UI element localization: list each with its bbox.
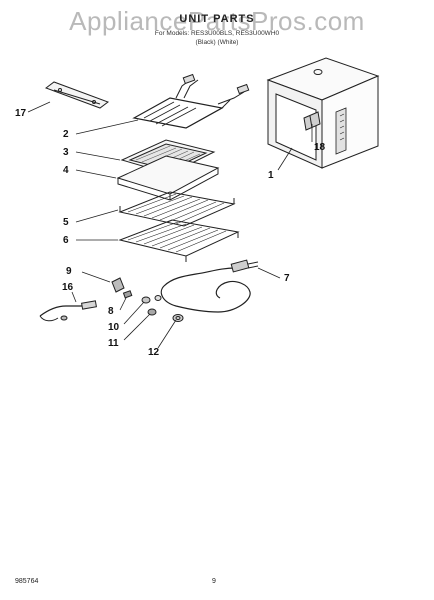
colors-line: (Black) (White) (195, 39, 239, 46)
part-9-clip (112, 278, 124, 292)
watermark: AppliancePartsPros.com (69, 6, 365, 36)
part-11-nut (148, 309, 156, 315)
leader-lines (28, 102, 312, 348)
models-line: For Models: RES3U00BLS, RES3U00WH0 (154, 30, 280, 37)
callout-3: 3 (63, 147, 69, 158)
callout-6: 6 (63, 235, 69, 246)
part-1-oven-cavity (268, 58, 378, 168)
callout-1: 1 (268, 170, 274, 181)
callout-7: 7 (284, 273, 290, 284)
page-number: 9 (212, 578, 216, 585)
part-7-wire-harness (161, 260, 258, 312)
callout-11: 11 (108, 338, 119, 349)
callout-10: 10 (108, 322, 120, 333)
part-16-sensor-probe (40, 301, 96, 321)
callout-8: 8 (108, 306, 114, 317)
part-18-bracket (304, 112, 320, 130)
callout-5: 5 (63, 217, 69, 228)
diagram-title: UNIT PARTS (179, 13, 255, 25)
callout-9: 9 (66, 266, 72, 277)
part-6-oven-rack (120, 220, 238, 262)
part-4-broil-pan (118, 156, 218, 200)
doc-number: 985764 (15, 578, 39, 585)
part-5-oven-rack (120, 192, 234, 226)
callout-4: 4 (63, 165, 69, 176)
callout-18: 18 (314, 142, 326, 153)
part-8-connector (123, 291, 131, 298)
callout-17: 17 (15, 108, 27, 119)
callout-16: 16 (62, 282, 74, 293)
part-17-bracket (46, 82, 108, 108)
part-12-grommet (173, 315, 183, 322)
callout-12: 12 (148, 347, 160, 358)
part-2-heating-element (134, 74, 249, 128)
part-10-bushing (142, 296, 161, 304)
callout-2: 2 (63, 129, 69, 140)
